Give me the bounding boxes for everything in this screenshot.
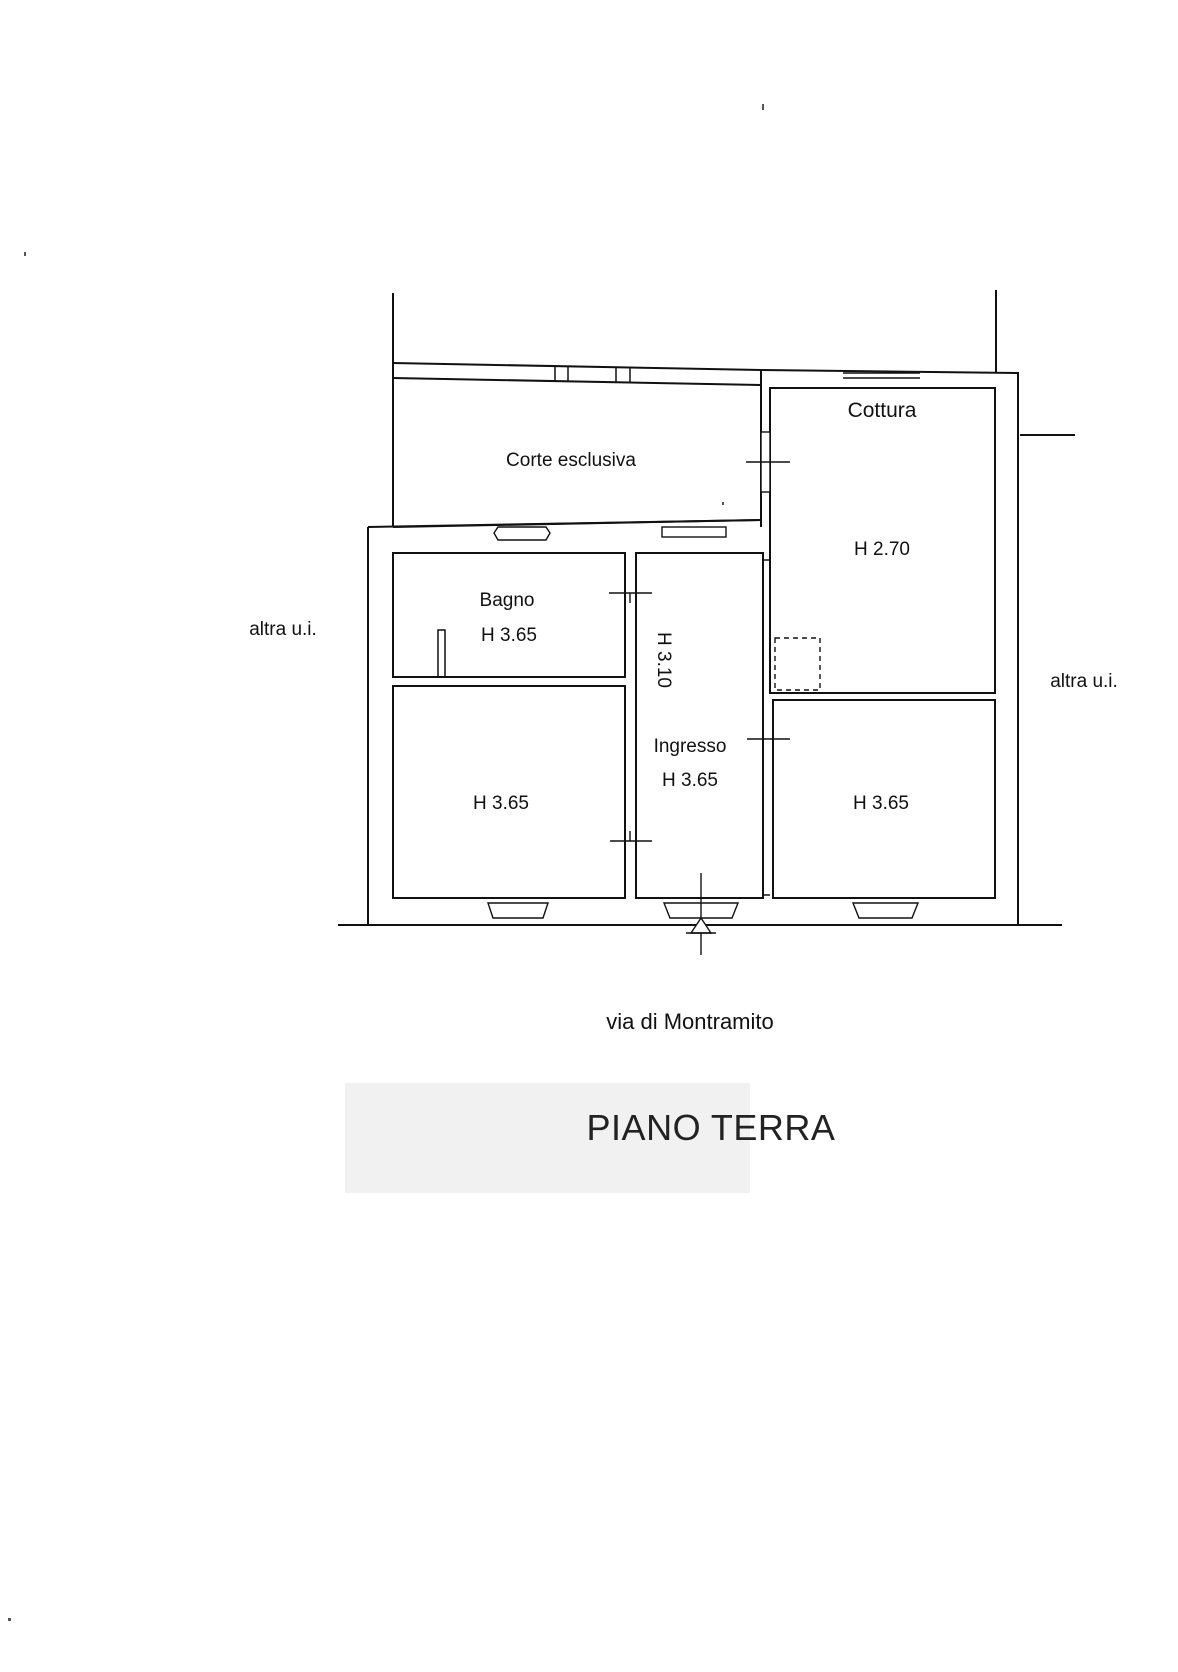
scan-smudge — [345, 1083, 750, 1193]
window-ingresso-top — [661, 526, 727, 538]
room-left — [392, 685, 626, 899]
window-right-room — [851, 902, 920, 919]
neighbor-right-label: altra u.i. — [1050, 671, 1118, 692]
label-corte: Corte esclusiva — [506, 450, 636, 471]
height-room-left: H 3.65 — [473, 793, 529, 814]
street-label: via di Montramito — [606, 1009, 774, 1034]
window-bagno — [493, 526, 551, 541]
room-ingresso — [635, 552, 770, 899]
height-corridor: H 3.10 — [653, 632, 674, 688]
building-outline — [367, 369, 1019, 925]
neighbor-left-label: altra u.i. — [249, 619, 317, 640]
room-bagno — [392, 552, 626, 678]
label-bagno: Bagno — [480, 590, 535, 611]
door-ticks — [609, 461, 790, 842]
room-right — [772, 699, 996, 899]
height-bagno: H 3.65 — [481, 625, 537, 646]
height-cottura: H 2.70 — [854, 539, 910, 560]
window-left-room — [487, 902, 549, 919]
chimney-flue — [774, 637, 821, 691]
bathtub-edge — [437, 629, 446, 678]
scan-specks — [8, 104, 764, 1621]
height-room-right: H 3.65 — [853, 793, 909, 814]
label-cottura: Cottura — [848, 399, 917, 422]
plan-title: PIANO TERRA — [587, 1107, 836, 1148]
height-ingresso: H 3.65 — [662, 770, 718, 791]
corte-esclusiva — [392, 362, 762, 528]
entrance-arrow — [686, 873, 716, 955]
label-ingresso: Ingresso — [654, 736, 727, 757]
room-cottura — [769, 372, 996, 694]
